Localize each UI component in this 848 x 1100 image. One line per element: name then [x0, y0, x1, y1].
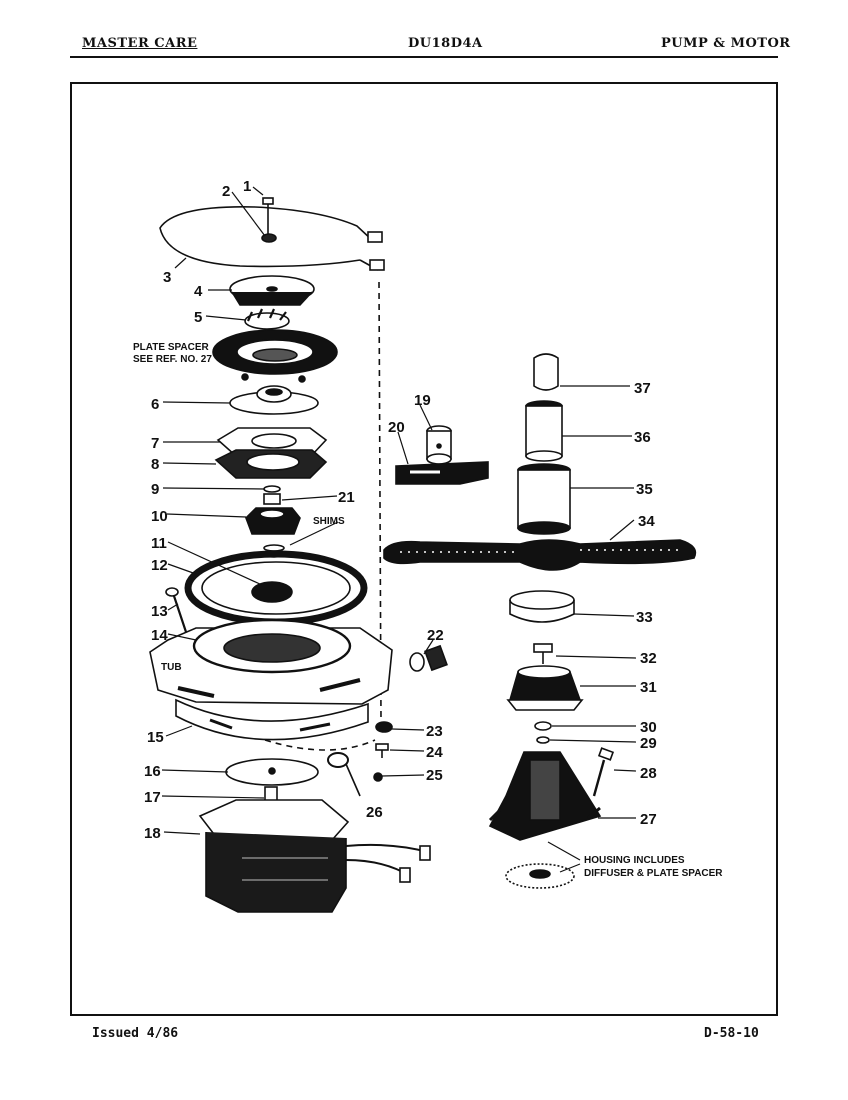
part-wire-loop [159, 206, 361, 268]
part-ref-29: 29 [640, 735, 657, 752]
part-spray-tube [525, 400, 563, 462]
part-ref-4: 4 [194, 283, 203, 300]
part-nut [375, 721, 393, 733]
part-ref-14: 14 [151, 627, 168, 644]
part-ref-3: 3 [163, 269, 171, 286]
part-impeller [245, 493, 301, 535]
part-bolt [165, 587, 188, 633]
part-ref-31: 31 [640, 679, 657, 696]
part-ref-34: 34 [638, 513, 655, 530]
part-ref-17: 17 [144, 789, 161, 806]
part-ref-24: 24 [426, 744, 443, 761]
part-ref-12: 12 [151, 557, 168, 574]
part-ref-26: 26 [366, 804, 383, 821]
part-gasket-plate [216, 427, 328, 457]
part-hose-clamp [327, 752, 361, 797]
part-upper-housing [506, 665, 584, 711]
wire-terminal [369, 259, 385, 271]
issue-date: Issued 4/86 [92, 1026, 179, 1041]
part-ref-10: 10 [151, 508, 168, 525]
plate-spacer-caption-line2: SEE REF. NO. 27 [133, 354, 212, 365]
wire-terminal [367, 231, 383, 243]
part-screw [262, 197, 274, 236]
part-ref-15: 15 [147, 729, 164, 746]
part-plate-spacer [212, 329, 338, 383]
part-ref-9: 9 [151, 481, 159, 498]
part-ref-33: 33 [636, 609, 653, 626]
part-bushing [426, 425, 452, 465]
part-ref-32: 32 [640, 650, 657, 667]
part-ref-2: 2 [222, 183, 230, 200]
part-sump [149, 618, 393, 705]
part-gasket [214, 449, 328, 479]
part-small-impeller [244, 308, 290, 330]
part-ref-35: 35 [636, 481, 653, 498]
housing-caption-line1: HOUSING INCLUDES [584, 855, 685, 866]
part-ref-11: 11 [151, 535, 167, 552]
part-spray-tube-base [517, 463, 571, 535]
part-ref-5: 5 [194, 309, 202, 326]
leader-lines [161, 186, 637, 873]
brand-label: MASTER CARE [82, 36, 198, 51]
part-ref-36: 36 [634, 429, 651, 446]
part-small-ring [536, 736, 550, 744]
part-ref-37: 37 [634, 380, 651, 397]
part-grommet [409, 644, 448, 672]
part-spray-arm [383, 539, 697, 571]
part-ref-28: 28 [640, 765, 657, 782]
part-ref-30: 30 [640, 719, 657, 736]
part-seal [229, 385, 319, 415]
section-title: PUMP & MOTOR [661, 36, 791, 51]
part-housing-cap [533, 643, 553, 664]
part-ref-16: 16 [144, 763, 161, 780]
part-bracket [395, 461, 489, 485]
part-ref-27: 27 [640, 811, 657, 828]
part-ref-13: 13 [151, 603, 168, 620]
part-o-ring [534, 721, 552, 731]
part-ref-23: 23 [426, 723, 443, 740]
plate-spacer-caption-line1: PLATE SPACER [133, 342, 210, 353]
header-rule [70, 56, 778, 58]
part-housing-screw [592, 747, 615, 797]
part-ref-19: 19 [414, 392, 431, 409]
part-ref-7: 7 [151, 435, 159, 452]
part-pump-housing [488, 751, 602, 841]
shims-caption: SHIMS [313, 516, 345, 527]
part-ref-1: 1 [243, 178, 251, 195]
part-shim [263, 544, 285, 552]
part-sump-ring [184, 550, 368, 626]
part-motor [198, 799, 431, 913]
part-ref-20: 20 [388, 419, 405, 436]
motor-wire-route-dashed-line [264, 739, 376, 751]
diagram-frame [70, 82, 778, 1016]
part-ref-6: 6 [151, 396, 159, 413]
part-spray-tube-cap [533, 353, 559, 391]
part-diffuser [505, 863, 575, 889]
part-clip [373, 772, 383, 782]
page-code: D-58-10 [704, 1026, 759, 1041]
part-ref-22: 22 [427, 627, 444, 644]
part-ref-8: 8 [151, 456, 159, 473]
part-cover [229, 275, 315, 306]
part-mounting-plate [175, 698, 369, 741]
part-ref-18: 18 [144, 825, 161, 842]
part-seal-ring [509, 590, 575, 623]
model-number: DU18D4A [408, 36, 483, 51]
part-screw-small [375, 743, 389, 758]
part-washer [261, 233, 277, 243]
part-ref-25: 25 [426, 767, 443, 784]
housing-caption-line2: DIFFUSER & PLATE SPACER [584, 868, 723, 879]
part-small-washer [263, 485, 281, 493]
tub-caption: TUB [161, 662, 182, 673]
part-ref-21: 21 [338, 489, 355, 506]
